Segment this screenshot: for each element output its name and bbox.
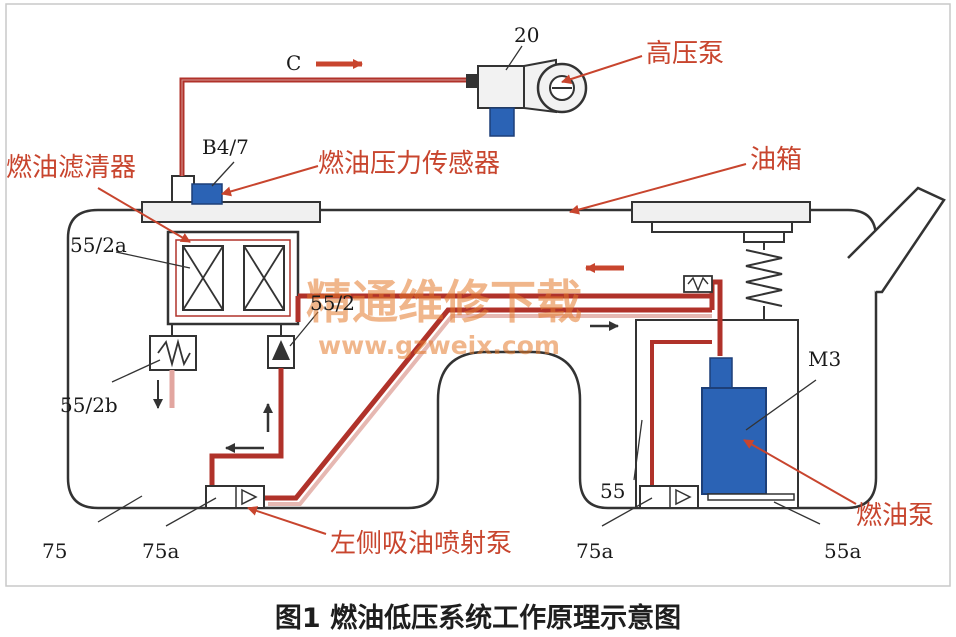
watermark-title: 精通维修下载: [306, 275, 582, 329]
label-75a-left: 75a: [142, 539, 179, 563]
high-pressure-pump: [466, 58, 588, 137]
label-55-2b: 55/2b: [60, 393, 118, 417]
check-valve: [267, 324, 295, 369]
label-55a: 55a: [824, 539, 861, 563]
electric-fuel-pump: [701, 357, 795, 501]
label-b4-7: B4/7: [202, 135, 249, 159]
watermark-url: www.gzweix.com: [318, 331, 560, 360]
leader-lines: [97, 45, 821, 527]
label-55-2a: 55/2a: [70, 233, 127, 257]
callout-arrows: [97, 55, 857, 535]
callout-left-jet-pump: 左侧吸油喷射泵: [330, 529, 512, 559]
label-75: 75: [42, 539, 67, 563]
filler-neck: [847, 186, 946, 294]
label-55: 55: [600, 479, 625, 503]
module-spring: [743, 231, 785, 320]
callout-fuel-pump: 燃油泵: [856, 501, 934, 531]
label-55-2: 55/2: [310, 291, 355, 315]
right-flange: [631, 201, 811, 223]
callout-fuel-tank: 油箱: [750, 145, 802, 175]
label-75a-right: 75a: [576, 539, 613, 563]
left-jet-pump: [205, 485, 265, 509]
fuel-pressure-sensor: [171, 175, 223, 205]
callout-fuel-filter: 燃油滤清器: [6, 153, 136, 183]
return-regulator: [683, 275, 713, 293]
figure-caption: 图1 燃油低压系统工作原理示意图: [274, 603, 682, 634]
right-jet-pump: [639, 485, 699, 509]
callout-high-pressure-pump: 高压泵: [646, 39, 724, 69]
pressure-relief-valve: [149, 324, 197, 409]
label-m3: M3: [808, 347, 841, 371]
left-jet-supply-line: [209, 368, 284, 490]
left-flange: [141, 201, 321, 223]
right-flange-lip: [651, 222, 793, 233]
pump-outlet-line: [709, 279, 723, 356]
high-pressure-line-highlight: [181, 79, 476, 176]
jet-pump-suction-line: [268, 314, 712, 506]
callout-fuel-pressure-sensor: 燃油压力传感器: [318, 149, 500, 179]
fuel-filter: [166, 230, 300, 326]
module-inner-line: [650, 340, 712, 496]
label-20: 20: [514, 23, 539, 47]
picture-frame: [5, 3, 951, 587]
jet-pump-return-line: [262, 307, 712, 501]
label-c: C: [286, 51, 301, 75]
